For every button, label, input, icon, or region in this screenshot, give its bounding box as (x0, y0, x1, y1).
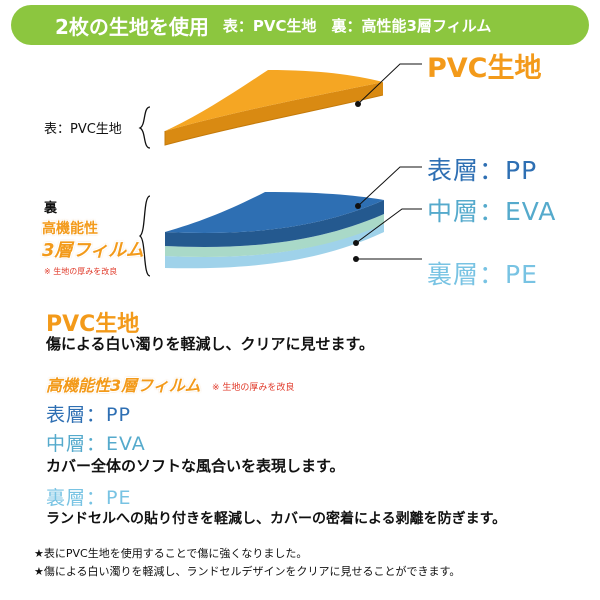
eva-heading: 中層：EVA (46, 433, 146, 455)
callout-pvc: PVC生地 (427, 53, 542, 84)
film-heading: 高機能性3層フィルム (46, 376, 201, 395)
pvc-heading: PVC生地 (46, 312, 140, 337)
front-label: 表：PVC生地 (44, 122, 122, 137)
pe-description: ランドセルへの貼り付きを軽減し、カバーの密着による剥離を防ぎます。 (46, 511, 507, 527)
pvc-sheet (164, 70, 384, 146)
pvc-description: 傷による白い濁りを軽減し、クリアに見せます。 (46, 335, 375, 353)
callout-eva: 中層：EVA (427, 197, 557, 226)
pp-eva-description: カバー全体のソフトな風合いを表現します。 (46, 457, 345, 475)
pe-heading: 裏層：PE (46, 487, 132, 509)
back-note: ※ 生地の厚みを改良 (44, 267, 118, 276)
film-note: ※ 生地の厚みを改良 (212, 383, 295, 393)
front-bracket (138, 106, 151, 149)
film-sheet (165, 192, 384, 269)
callout-pp: 表層：PP (427, 156, 538, 185)
callout-pe: 裏層：PE (427, 260, 538, 289)
footnote-1: ★表にPVC生地を使用することで傷に強くなりました。 (34, 547, 308, 560)
banner-subtitle: 表：PVC生地 裏：高性能3層フィルム (222, 16, 492, 35)
back-bracket (138, 195, 151, 277)
banner-title: 2枚の生地を使用 (55, 14, 209, 39)
back-label: 裏 (44, 201, 58, 216)
header-banner: 2枚の生地を使用 表：PVC生地 裏：高性能3層フィルム (11, 5, 589, 45)
pp-heading: 表層：PP (46, 404, 131, 426)
back-title-line2: 3層フィルム (42, 240, 144, 261)
callout-lines (353, 63, 422, 262)
back-title-line1: 高機能性 (42, 221, 98, 237)
footnote-2: ★傷による白い濁りを軽減し、ランドセルデザインをクリアに見せることができます。 (34, 565, 461, 578)
